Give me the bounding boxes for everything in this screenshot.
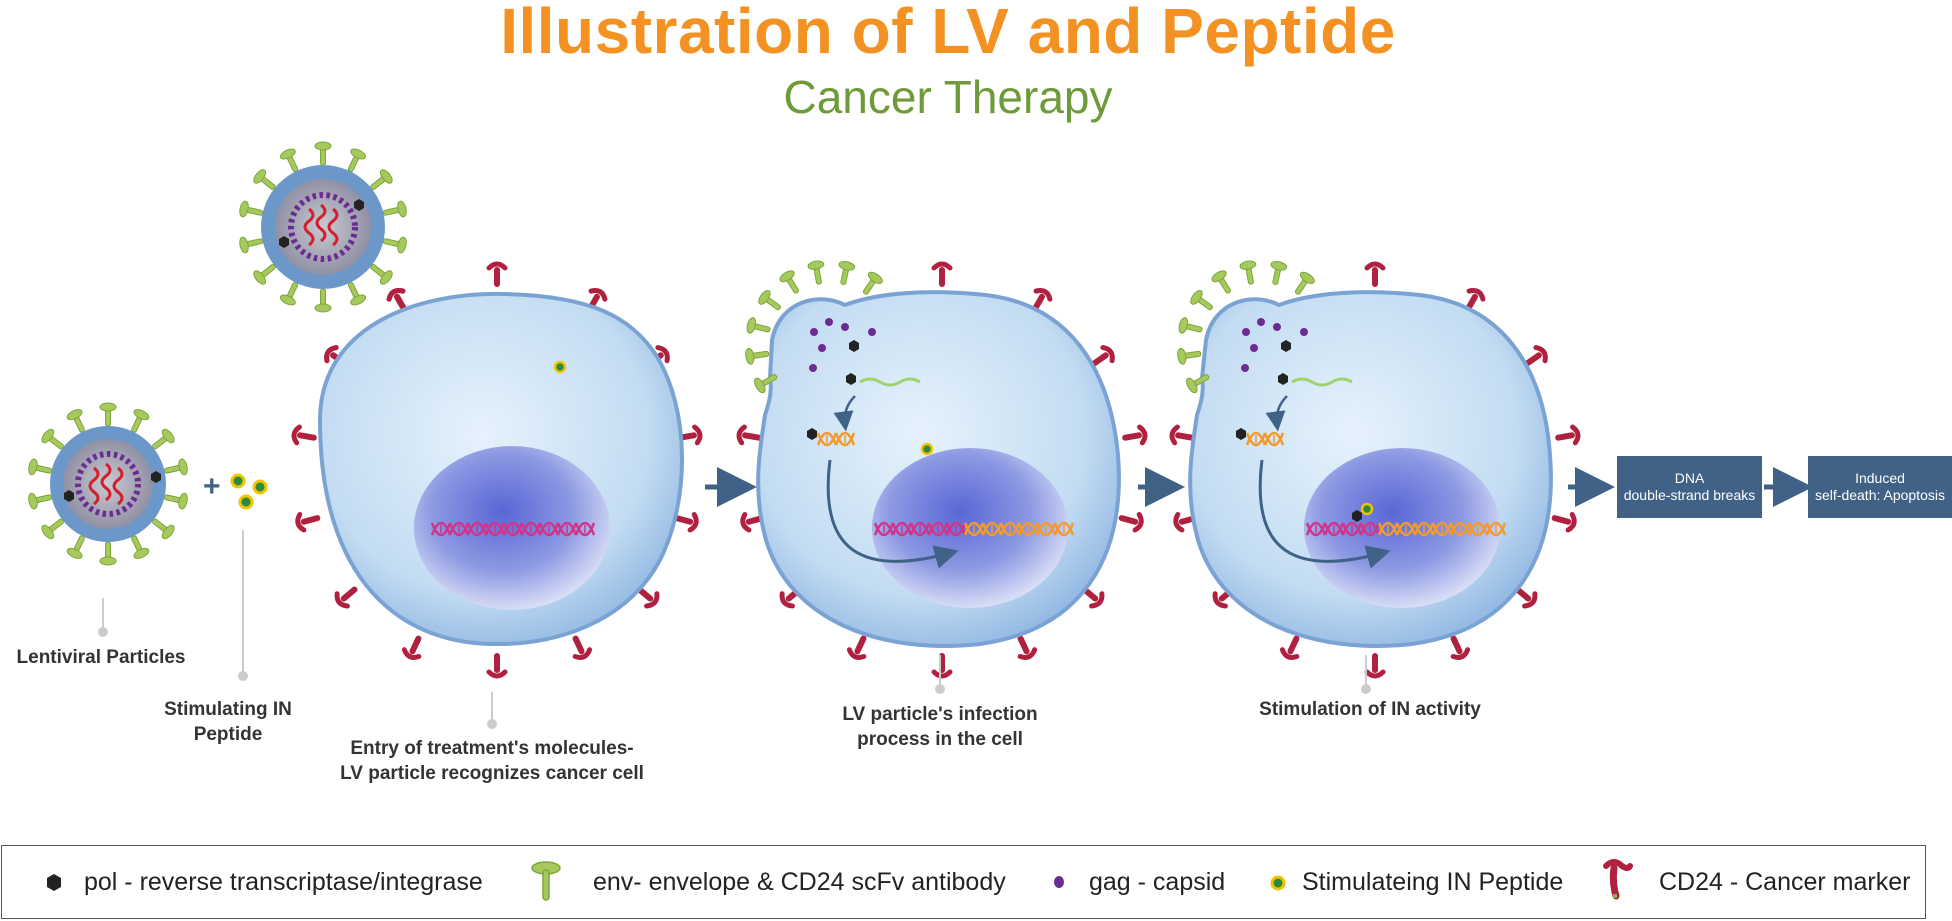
cd24-marker <box>673 512 699 533</box>
cd24-marker <box>1122 424 1148 446</box>
env-spike <box>152 518 175 540</box>
env-spike <box>28 458 53 476</box>
env-spike <box>253 264 276 285</box>
env-spike <box>163 458 188 476</box>
cd24-marker <box>1450 635 1471 660</box>
env-spike <box>163 492 188 510</box>
cd24-marker <box>1091 345 1115 367</box>
caption-entry: Entry of treatment's molecules- LV parti… <box>322 736 662 786</box>
lentiviral-particle-top <box>239 141 407 313</box>
env-spike <box>382 200 407 218</box>
cd24-marker <box>1524 345 1548 367</box>
cd24-marker <box>486 653 508 679</box>
cd24-marker <box>1364 653 1386 679</box>
plus-sign: + <box>203 470 221 503</box>
gag-dot-icon <box>1054 876 1064 888</box>
env-spike <box>66 409 85 433</box>
peptide-ring-icon <box>1270 875 1286 891</box>
caption-lentiviral-particles: Lentiviral Particles <box>16 647 186 668</box>
caption-infection: LV particle's infection process in the c… <box>800 702 1080 752</box>
cd24-marker <box>846 635 867 660</box>
docked-virus-spikes <box>745 260 883 394</box>
cd24-marker <box>736 424 762 446</box>
env-spike <box>99 541 117 566</box>
cd24-marker <box>931 261 953 287</box>
caption-stimulation: Stimulation of IN activity <box>1259 699 1481 720</box>
legend-env-label: env- envelope & CD24 scFv antibody <box>593 868 1006 896</box>
dsb-line2: double-strand breaks <box>1623 487 1756 503</box>
caption-infection-line2: process in the cell <box>857 729 1023 750</box>
legend-peptide-label: Stimulateing IN Peptide <box>1302 868 1564 896</box>
cd24-marker <box>1514 586 1538 609</box>
lentiviral-particle-left <box>28 402 188 566</box>
env-spike <box>347 281 367 306</box>
cd24-marker <box>1017 635 1038 660</box>
cd24-marker <box>1555 424 1581 446</box>
docked-virus-spikes <box>1177 260 1315 394</box>
cd24-marker-icon <box>1603 859 1633 900</box>
cancer-cell-stimulation <box>1169 261 1581 679</box>
cd24-marker <box>1118 512 1144 533</box>
env-spike <box>131 409 150 433</box>
cd24-marker <box>931 653 953 679</box>
cd24-marker <box>1032 287 1053 312</box>
cd24-marker <box>291 424 317 446</box>
figure-title: Illustration of LV and Peptide <box>500 0 1396 67</box>
stimulating-peptide-group <box>230 473 268 510</box>
caption-entry-line2: LV particle recognizes cancer cell <box>340 763 644 784</box>
env-spike-icon <box>531 861 561 901</box>
caption-entry-line1: Entry of treatment's molecules- <box>350 738 634 759</box>
cd24-marker <box>1364 261 1386 287</box>
cd24-marker <box>386 287 407 312</box>
env-spike <box>314 288 332 313</box>
env-spike <box>347 148 367 173</box>
caption-peptide-line2: Peptide <box>193 724 263 745</box>
cd24-marker <box>401 635 422 660</box>
cancer-cell-entry <box>291 261 703 679</box>
pol-hexagon-icon <box>47 874 61 891</box>
env-spike <box>28 492 53 510</box>
legend-gag-label: gag - capsid <box>1089 868 1226 896</box>
apoptosis-line1: Induced <box>1855 470 1905 486</box>
env-spike <box>66 535 85 559</box>
cd24-marker <box>572 635 593 660</box>
legend-cd24-label: CD24 - Cancer marker <box>1659 868 1911 896</box>
caption-leader-lines <box>98 530 1371 729</box>
cancer-cell-infection <box>736 261 1148 679</box>
env-spike <box>382 236 407 254</box>
legend-pol-label: pol - reverse transcriptase/integrase <box>84 868 483 896</box>
env-spike <box>239 236 264 254</box>
env-spike <box>152 428 175 450</box>
env-spike <box>279 148 299 173</box>
apoptosis-line2: self-death: Apoptosis <box>1815 487 1945 503</box>
legend: pol - reverse transcriptase/integrase en… <box>1 845 1926 919</box>
env-spike <box>41 428 64 450</box>
cd24-marker <box>636 586 660 609</box>
env-spike <box>253 169 276 190</box>
cd24-marker <box>1169 424 1195 446</box>
dsb-line1: DNA <box>1674 470 1705 486</box>
env-spike <box>314 141 332 166</box>
cd24-marker <box>486 261 508 287</box>
cd24-marker <box>334 586 358 609</box>
caption-peptide-line1: Stimulating IN <box>164 699 292 720</box>
env-spike <box>279 281 299 306</box>
env-spike <box>99 402 117 427</box>
env-spike <box>370 264 393 285</box>
figure-subtitle: Cancer Therapy <box>783 71 1113 123</box>
caption-stimulating-peptide: Stimulating IN Peptide <box>130 697 326 747</box>
env-spike <box>239 200 264 218</box>
env-spike <box>131 535 150 559</box>
cd24-marker <box>295 512 321 533</box>
cd24-marker <box>1551 512 1577 533</box>
env-spike <box>41 518 64 540</box>
caption-infection-line1: LV particle's infection <box>842 704 1038 725</box>
cd24-marker <box>1279 635 1300 660</box>
